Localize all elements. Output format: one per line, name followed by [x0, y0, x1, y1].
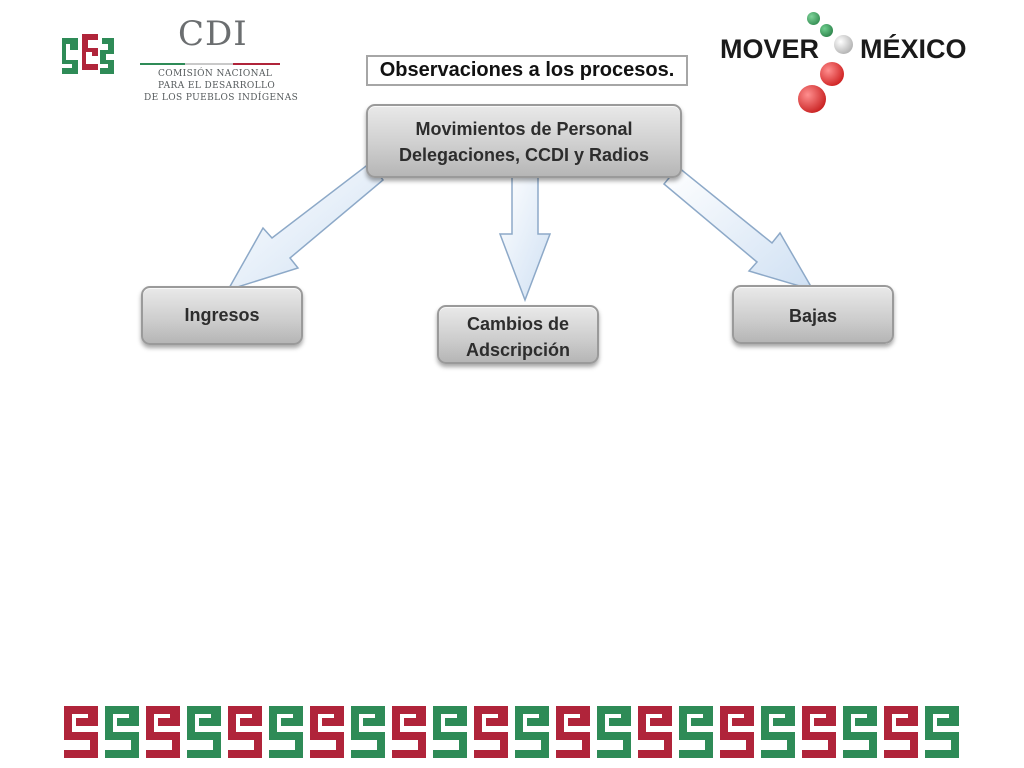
- arrow-to-ingresos: [226, 161, 385, 292]
- fret-tile: [679, 706, 713, 758]
- cdi-logo-rule: [140, 63, 280, 65]
- node-ingresos: Ingresos: [141, 286, 303, 345]
- root-node-line: Movimientos de Personal: [415, 119, 633, 139]
- fret-tile: [925, 706, 959, 758]
- arrow-to-bajas: [662, 165, 815, 292]
- cdi-logo-line: DE LOS PUEBLOS INDÍGENAS: [144, 93, 299, 103]
- fret-tile: [638, 706, 672, 758]
- fret-tile: [351, 706, 385, 758]
- fret-tile: [884, 706, 918, 758]
- node-cambios-de-adscripcion: Cambios de Adscripción: [437, 305, 599, 364]
- fret-tile: [269, 706, 303, 758]
- cdi-fret-icon: [62, 34, 114, 74]
- root-node: Movimientos de Personal Delegaciones, CC…: [366, 104, 682, 178]
- fret-tile: [146, 706, 180, 758]
- fret-tile: [597, 706, 631, 758]
- fret-tile: [474, 706, 508, 758]
- cdi-logo-line: PARA EL DESARROLLO: [158, 81, 276, 91]
- node-label: Adscripción: [465, 340, 571, 360]
- fret-tile: [556, 706, 590, 758]
- node-bajas: Bajas: [732, 285, 894, 344]
- root-node-line: Delegaciones, CCDI y Radios: [398, 145, 650, 165]
- cdi-logo-line: COMISIÓN NACIONAL: [158, 69, 273, 79]
- fret-tile: [392, 706, 426, 758]
- node-label: Ingresos: [184, 305, 260, 325]
- cdi-logo: CDI COMISIÓN NACIONAL PARA EL DESARROLLO…: [140, 14, 298, 103]
- fret-tile: [802, 706, 836, 758]
- cdi-logo-name: CDI: [178, 14, 248, 54]
- slide-title: Observaciones a los procesos.: [366, 55, 688, 86]
- fret-tile: [64, 706, 98, 758]
- fret-tile: [228, 706, 262, 758]
- arrow-to-cambios: [498, 171, 552, 303]
- fret-tile: [720, 706, 754, 758]
- fret-tile: [515, 706, 549, 758]
- fret-tile: [105, 706, 139, 758]
- fret-tile: [433, 706, 467, 758]
- fret-tile: [843, 706, 877, 758]
- fret-tile: [310, 706, 344, 758]
- fret-tile: [187, 706, 221, 758]
- fret-tile: [761, 706, 795, 758]
- node-label: Cambios de: [466, 314, 570, 334]
- mover-mexico-word-left: MOVER: [720, 34, 820, 64]
- node-label: Bajas: [788, 306, 838, 326]
- mover-mexico-word-right: MÉXICO: [860, 34, 967, 64]
- mover-mexico-logo: MOVER MÉXICO: [716, 10, 976, 115]
- mexican-fret-border: [64, 706, 959, 758]
